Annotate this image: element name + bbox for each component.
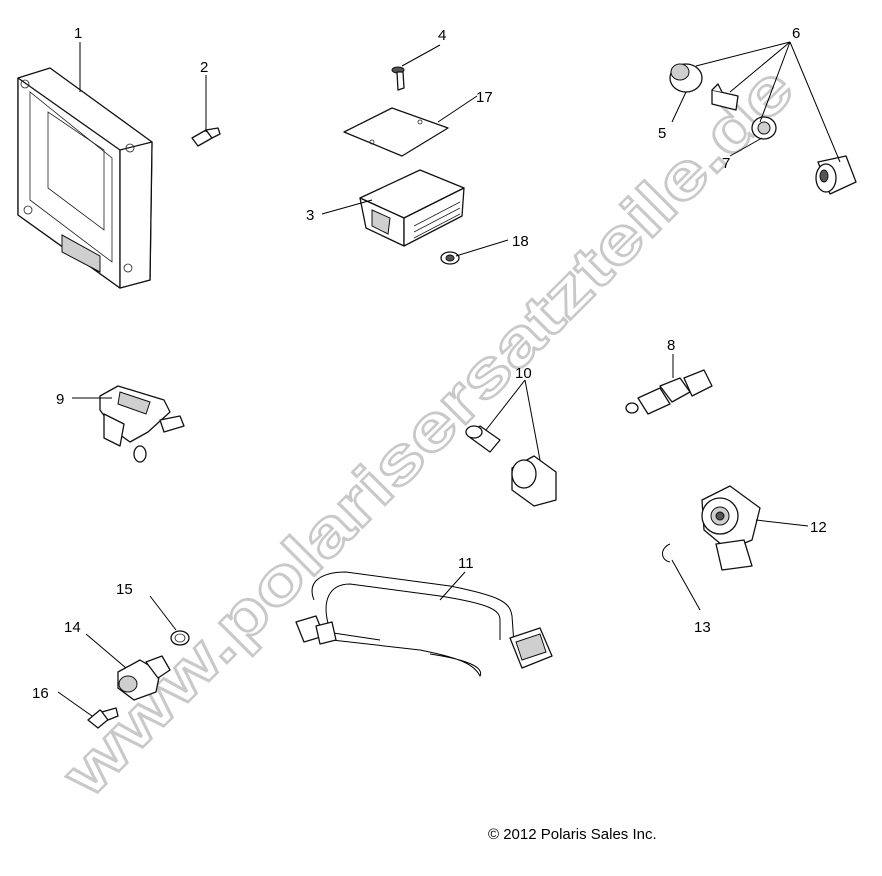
- part-screw-4: [391, 66, 405, 91]
- callout-13: 13: [694, 619, 711, 636]
- callout-8: 8: [667, 337, 675, 354]
- part-cap-5: [669, 63, 703, 93]
- callout-1: 1: [74, 25, 82, 42]
- part-sensor-9: [99, 385, 185, 463]
- part-sensor-14: [117, 655, 171, 701]
- part-bolt-2: [191, 127, 221, 147]
- callout-18: 18: [512, 233, 529, 250]
- leader-lines: [57, 41, 841, 717]
- part-nut-18: [440, 251, 460, 265]
- part-gasket-17: [343, 107, 449, 157]
- callout-4: 4: [438, 27, 446, 44]
- part-harness-11: [295, 571, 553, 678]
- watermark: www.polarisersatzteile.de: [48, 52, 807, 811]
- callout-15: 15: [116, 581, 133, 598]
- callout-numbers: 1 2 3 4 5 6 7 8 9 10 11 12 13 14 15 16 1…: [32, 25, 827, 702]
- part-clip-13: [662, 543, 671, 563]
- copyright-notice: © 2012 Polaris Sales Inc.: [488, 826, 657, 843]
- callout-6: 6: [792, 25, 800, 42]
- part-sensor-6: [815, 155, 857, 195]
- callout-5: 5: [658, 125, 666, 142]
- callout-7: 7: [722, 155, 730, 172]
- part-sensor-12: [701, 485, 761, 571]
- part-sensor-8: [625, 369, 713, 415]
- part-ecu: [17, 67, 153, 289]
- callout-14: 14: [64, 619, 81, 636]
- part-clip-6: [711, 83, 739, 111]
- callout-9: 9: [56, 391, 64, 408]
- callout-2: 2: [200, 59, 208, 76]
- callout-10: 10: [515, 365, 532, 382]
- part-oring-15: [170, 630, 190, 646]
- callout-17: 17: [476, 89, 493, 106]
- part-module-3: [359, 169, 465, 247]
- part-bulb-10: [465, 425, 557, 507]
- callout-16: 16: [32, 685, 49, 702]
- part-bolt-16: [87, 707, 119, 729]
- part-grommet-7: [751, 116, 777, 140]
- callout-3: 3: [306, 207, 314, 224]
- callout-12: 12: [810, 519, 827, 536]
- callout-11: 11: [458, 555, 474, 572]
